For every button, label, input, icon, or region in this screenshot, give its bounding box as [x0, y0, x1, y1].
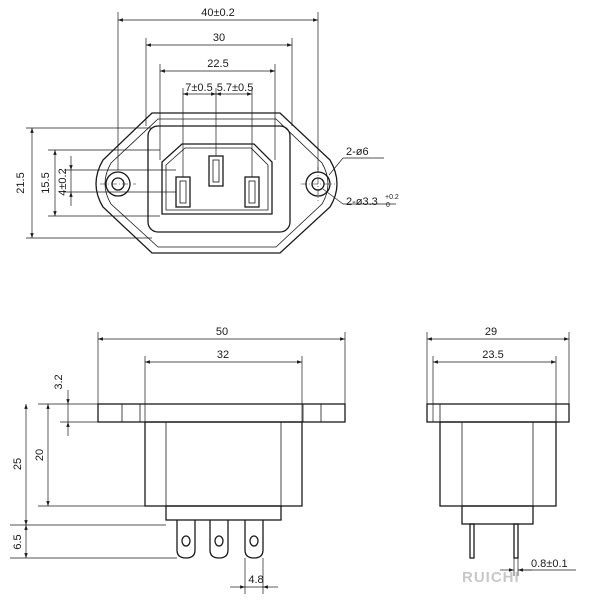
dim-body: 22.5 — [207, 58, 228, 70]
side-base — [461, 505, 534, 525]
terminal-center — [209, 520, 229, 559]
top-view: 40±0.2 30 22.5 7±0.5 5.7±0.5 21.5 15.5 4… — [15, 7, 399, 254]
dim-pin-left: 7±0.5 — [185, 82, 212, 94]
flange-inner-outline — [104, 118, 329, 248]
dim-total-height: 25 — [12, 458, 24, 470]
hole-inner-callout: 2-ø3.3 — [346, 196, 378, 208]
watermark-logo: RUICHI — [462, 569, 520, 586]
hole-inner-tolerance-upper: +0.2 — [385, 194, 399, 201]
dim-pin-right: 5.7±0.5 — [217, 82, 254, 94]
hole-inner-tolerance-lower: 0 — [386, 202, 390, 209]
socket-face-inner — [165, 147, 269, 211]
pin-slot-center — [208, 155, 224, 187]
side-view: 29 23.5 0.8±0.1 — [426, 326, 576, 576]
front-base — [165, 505, 282, 521]
dim-front-flange-width: 50 — [216, 326, 228, 338]
side-flange — [426, 403, 570, 423]
front-view: 50 32 3.2 20 25 6.5 4.8 — [10, 326, 346, 594]
dim-side-flange-width: 29 — [485, 326, 497, 338]
pin-slot-left — [175, 176, 191, 208]
terminal-right — [244, 520, 264, 559]
dim-flange-thickness: 3.2 — [53, 374, 65, 389]
terminal-left — [176, 520, 196, 559]
dim-side-body-width: 23.5 — [482, 349, 503, 361]
dim-overall-width: 40±0.2 — [201, 7, 235, 19]
hole-outer-callout: 2-ø6 — [346, 146, 369, 158]
dim-height-outer: 21.5 — [15, 172, 27, 193]
flange-outline — [95, 112, 338, 254]
side-body — [439, 421, 557, 507]
side-terminal-left — [469, 523, 475, 559]
front-body — [144, 421, 303, 507]
dim-terminal-pitch: 4.8 — [248, 574, 263, 586]
dim-body-height: 20 — [34, 449, 46, 461]
front-flange — [97, 403, 346, 423]
dim-height-inner: 15.5 — [40, 172, 52, 193]
side-terminal-right — [513, 523, 519, 559]
dim-flange-inner: 30 — [213, 32, 225, 44]
body-outline — [147, 125, 291, 233]
dim-terminal-thickness: 0.8±0.1 — [531, 558, 568, 570]
dim-front-body-width: 32 — [217, 349, 229, 361]
dim-terminal-length: 6.5 — [12, 534, 24, 549]
dim-pin-offset: 4±0.2 — [57, 168, 69, 195]
socket-face — [161, 143, 273, 215]
pin-slot-right — [244, 176, 260, 208]
